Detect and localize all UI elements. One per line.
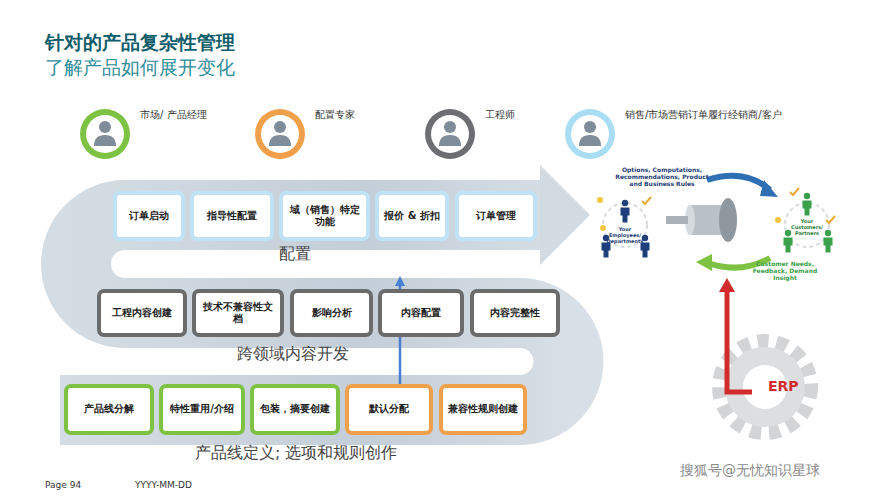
process-box: 域（销售）特定功能 [279, 191, 370, 241]
person-icon [78, 106, 134, 162]
label-text: Options, Computations, Recommendations, … [612, 166, 712, 188]
node-text: 销售/市场营销订单履行经销商/客户 [625, 108, 795, 121]
role-icon: 工程师 [423, 106, 573, 162]
label-text: Customer Needs, Feedback, Demand Insight [740, 260, 830, 282]
node-text: 产品线分解 [84, 403, 134, 416]
process-box: 影响分析 [290, 289, 373, 337]
node-text: 工程师 [485, 108, 575, 121]
node-text: 配置专家 [315, 108, 425, 121]
erp-gear [719, 341, 811, 433]
node-text: 内容配置 [401, 307, 441, 320]
process-box: 工程内容创建 [97, 289, 187, 337]
label-text: 配置 [279, 244, 311, 263]
label-text: 产品线定义; 选项和规则创作 [195, 443, 397, 462]
process-box: 技术不兼容性文档 [192, 289, 284, 337]
process-box: 内容完整性 [470, 289, 560, 337]
watermark: 搜狐号@无忧知识星球 [680, 462, 820, 479]
node-text: 工程内容创建 [112, 307, 172, 320]
label-text: 跨领域内容开发 [237, 344, 349, 363]
band-arrowhead [540, 165, 590, 265]
erp-arrowhead [719, 278, 735, 292]
label-text: YYYY-MM-DD [135, 480, 192, 491]
node-text: 技术不兼容性文档 [200, 301, 276, 326]
value-cycle-illustration [597, 176, 835, 271]
label-text: Page 94 [45, 480, 81, 491]
process-box: 指导性配置 [190, 191, 274, 241]
node-text: 市场/ 产品经理 [140, 108, 250, 121]
process-box: 兼容性规则创建 [439, 384, 527, 435]
label-text: Your Employees/ Departments [604, 226, 646, 244]
process-box: 内容配置 [378, 289, 464, 337]
node-text: 订单启动 [129, 210, 169, 223]
node-text: 兼容性规则创建 [448, 403, 518, 416]
erp-arrow [727, 290, 752, 392]
process-box: 特性重用/介绍 [159, 384, 245, 435]
process-box: 产品线分解 [64, 384, 154, 435]
node-text: 报价 & 折扣 [384, 210, 440, 223]
process-box: 订单管理 [455, 191, 537, 241]
process-box: 默认分配 [345, 384, 433, 435]
role-icon: 市场/ 产品经理 [78, 106, 248, 162]
node-text: 指导性配置 [207, 210, 257, 223]
person-icon [423, 106, 479, 162]
label-text: 了解产品如何展开变化 [45, 56, 235, 79]
label-text: Your Customers/ Partners [787, 218, 827, 236]
person-icon [563, 106, 619, 162]
process-box: 报价 & 折扣 [375, 191, 449, 241]
node-text: 影响分析 [312, 307, 352, 320]
process-box: 订单启动 [113, 191, 185, 241]
node-text: 特性重用/介绍 [170, 403, 234, 416]
title: 针对的产品复杂性管理 [45, 30, 235, 56]
role-icon: 销售/市场营销订单履行经销商/客户 [563, 106, 793, 162]
process-box: 包装，摘要创建 [250, 384, 340, 435]
node-text: 域（销售）特定功能 [287, 204, 362, 229]
flow-band [60, 215, 568, 410]
person-icon [253, 106, 309, 162]
label-text: ERP [768, 378, 799, 395]
node-text: 内容完整性 [490, 307, 540, 320]
node-text: 订单管理 [476, 210, 516, 223]
up-arrowhead [395, 276, 405, 286]
node-text: 默认分配 [369, 403, 409, 416]
node-text: 包装，摘要创建 [260, 403, 330, 416]
role-icon: 配置专家 [253, 106, 423, 162]
